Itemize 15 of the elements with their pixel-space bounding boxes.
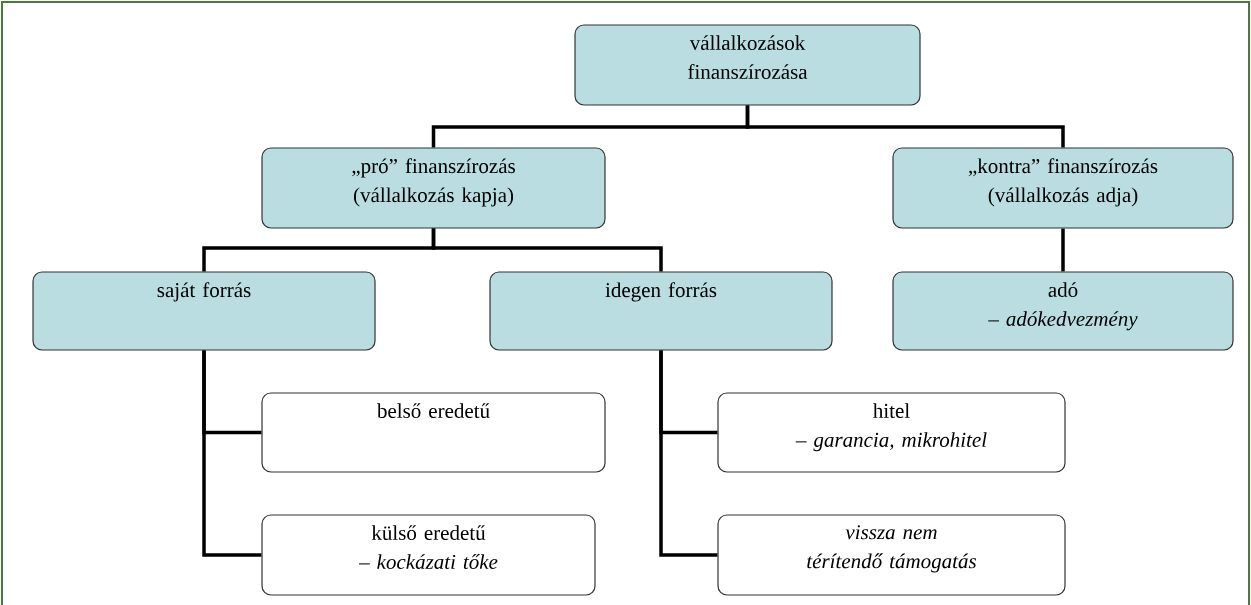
connector <box>659 350 718 557</box>
box: idegen forrás <box>489 271 833 351</box>
box: „kontra” finanszírozás (vállalkozás adja) <box>892 147 1234 229</box>
box: belső eredetű <box>261 392 606 473</box>
box: hitel – garancia, mikrohitel <box>717 392 1066 473</box>
box: külső eredetű – kockázati tőke <box>261 514 596 596</box>
connector <box>745 105 1065 148</box>
box: vállalkozások finanszírozása <box>574 24 921 106</box>
connector <box>202 350 262 557</box>
connector <box>1061 228 1065 272</box>
box: adó – adókedvezmény <box>892 271 1234 351</box>
box: vissza nem térítendő támogatás <box>717 514 1066 596</box>
connector <box>431 228 663 272</box>
box: saját forrás <box>32 271 376 351</box>
box: „pró” finanszírozás (vállalkozás kapja) <box>261 147 606 229</box>
